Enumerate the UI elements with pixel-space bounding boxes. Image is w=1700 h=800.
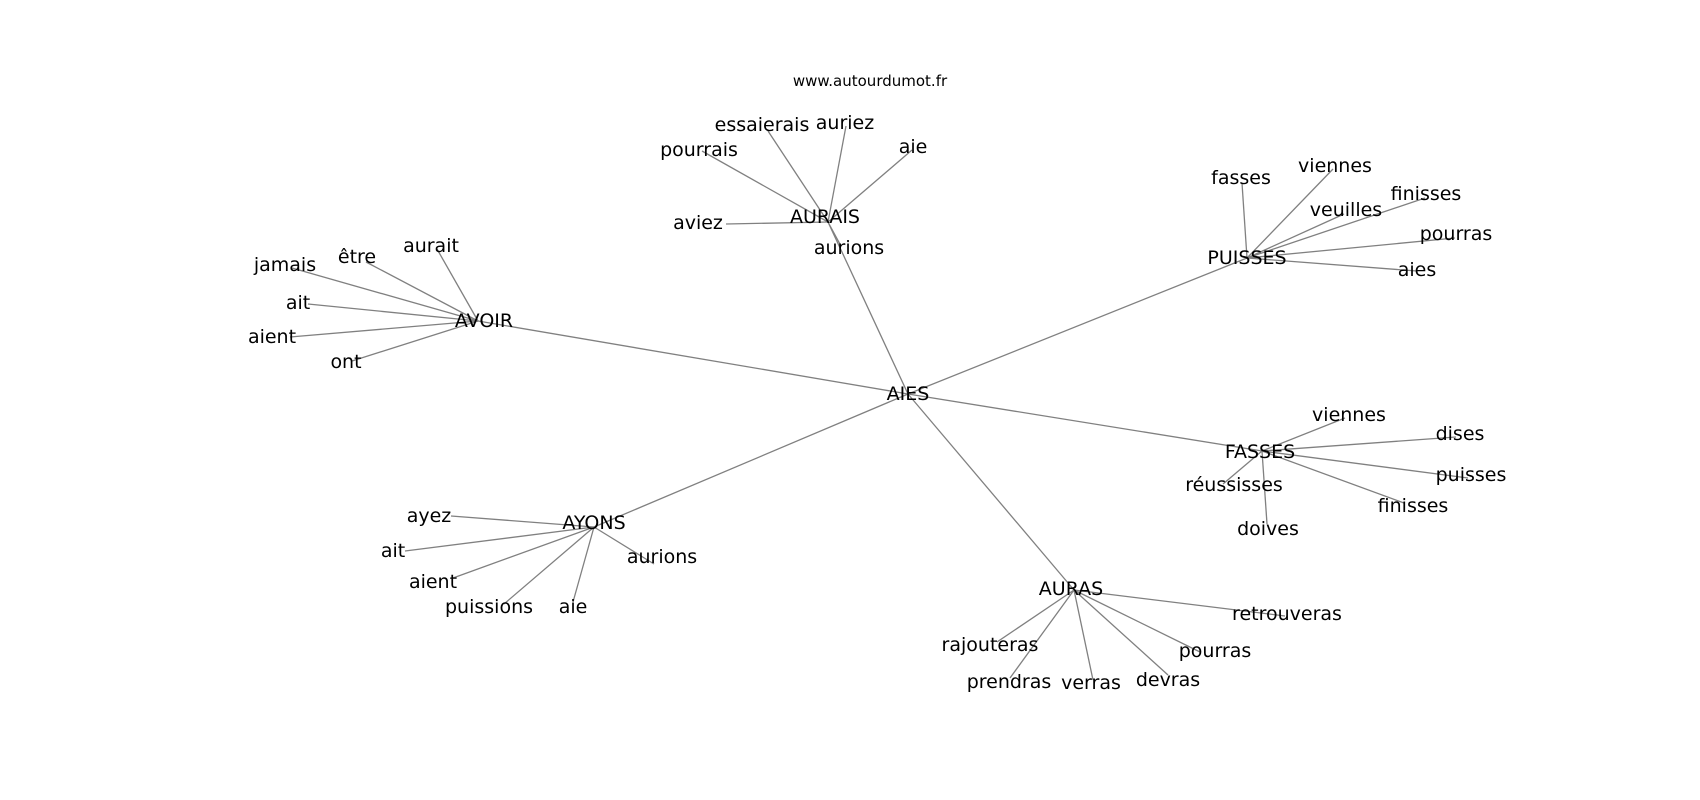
- edge-center-puisses: [907, 257, 1248, 395]
- leaf-node-aurais-5[interactable]: aurions: [814, 237, 884, 259]
- leaf-node-auras-0[interactable]: retrouveras: [1232, 603, 1342, 625]
- leaf-node-auras-1[interactable]: rajouteras: [942, 634, 1039, 656]
- edge-auras-0: [1073, 589, 1286, 617]
- leaf-node-auras-4[interactable]: verras: [1061, 672, 1121, 694]
- edge-fasses-4: [1261, 450, 1405, 504]
- leaf-node-puisses-1[interactable]: viennes: [1298, 155, 1372, 177]
- edge-ayons-3: [503, 526, 595, 605]
- edge-center-auras: [907, 393, 1075, 591]
- leaf-node-fasses-5[interactable]: doives: [1237, 518, 1299, 540]
- leaf-node-puisses-2[interactable]: finisses: [1391, 183, 1462, 205]
- edge-fasses-5: [1261, 450, 1268, 525]
- hub-node-puisses[interactable]: PUISSES: [1207, 247, 1286, 269]
- leaf-node-puisses-0[interactable]: fasses: [1211, 167, 1271, 189]
- edge-puisses-4: [1246, 237, 1456, 259]
- leaf-node-puisses-3[interactable]: veuilles: [1310, 199, 1382, 221]
- leaf-node-fasses-1[interactable]: dises: [1436, 423, 1485, 445]
- leaf-node-aurais-0[interactable]: essaierais: [715, 114, 810, 136]
- edge-avoir-2: [291, 267, 479, 322]
- edge-ayons-5: [593, 526, 655, 565]
- leaf-node-ayons-4[interactable]: aie: [559, 596, 588, 618]
- leaf-node-auras-3[interactable]: prendras: [967, 671, 1052, 693]
- hub-node-avoir[interactable]: AVOIR: [455, 310, 513, 332]
- edge-avoir-5: [351, 320, 479, 362]
- edge-puisses-0: [1241, 182, 1248, 259]
- leaf-node-avoir-2[interactable]: jamais: [253, 254, 316, 276]
- edge-puisses-2: [1246, 197, 1426, 259]
- edge-fasses-1: [1261, 436, 1457, 452]
- leaf-node-fasses-4[interactable]: finisses: [1378, 495, 1449, 517]
- leaf-node-avoir-1[interactable]: être: [338, 246, 376, 268]
- edge-ayons-0: [450, 515, 595, 528]
- edge-center-avoir: [477, 320, 909, 395]
- edge-auras-2: [1073, 589, 1201, 653]
- site-watermark: www.autourdumot.fr: [792, 72, 948, 90]
- edge-center-fasses: [907, 393, 1263, 452]
- hub-node-fasses[interactable]: FASSES: [1225, 441, 1295, 463]
- leaf-node-fasses-3[interactable]: réussisses: [1185, 474, 1283, 496]
- leaf-node-aurais-4[interactable]: aviez: [673, 212, 723, 234]
- leaf-node-avoir-3[interactable]: ait: [286, 292, 310, 314]
- hub-node-ayons[interactable]: AYONS: [562, 512, 625, 534]
- center-node[interactable]: AIES: [887, 383, 930, 405]
- leaf-node-ayons-1[interactable]: ait: [381, 540, 405, 562]
- edge-fasses-0: [1261, 417, 1346, 452]
- edge-avoir-1: [365, 261, 479, 322]
- edge-avoir-3: [307, 303, 479, 322]
- edge-aurais-5: [827, 221, 842, 247]
- edge-avoir-0: [436, 248, 479, 322]
- edge-puisses-5: [1246, 257, 1418, 272]
- edge-center-ayons: [593, 393, 909, 528]
- edge-auras-1: [996, 589, 1075, 643]
- graph-nodes: AIES AURAIS essaierais auriez pourrais aie avi…: [248, 112, 1506, 694]
- edge-center-aurais: [827, 221, 909, 395]
- leaf-node-aurais-1[interactable]: auriez: [816, 112, 874, 134]
- leaf-node-ayons-0[interactable]: ayez: [407, 505, 452, 527]
- leaf-node-auras-2[interactable]: pourras: [1179, 640, 1252, 662]
- edge-aurais-1: [827, 125, 847, 223]
- leaf-node-fasses-2[interactable]: puisses: [1436, 464, 1507, 486]
- hub-node-auras[interactable]: AURAS: [1039, 578, 1103, 600]
- edge-puisses-1: [1246, 168, 1334, 259]
- edge-auras-5: [1073, 589, 1169, 676]
- edge-aurais-2: [701, 150, 829, 223]
- leaf-node-ayons-3[interactable]: puissions: [445, 596, 533, 618]
- leaf-node-ayons-5[interactable]: aurions: [627, 546, 697, 568]
- edge-puisses-3: [1246, 213, 1345, 259]
- leaf-node-avoir-0[interactable]: aurait: [403, 235, 459, 257]
- leaf-node-auras-5[interactable]: devras: [1136, 669, 1200, 691]
- leaf-node-avoir-5[interactable]: ont: [330, 351, 361, 373]
- edge-avoir-4: [289, 320, 479, 338]
- edge-aurais-0: [767, 130, 829, 223]
- edge-fasses-2: [1261, 450, 1469, 479]
- leaf-node-avoir-4[interactable]: aient: [248, 326, 296, 348]
- edge-auras-3: [1009, 589, 1075, 679]
- edge-auras-4: [1073, 589, 1094, 681]
- edge-ayons-2: [452, 526, 595, 579]
- edge-ayons-4: [572, 526, 595, 603]
- edge-aurais-3: [827, 149, 913, 223]
- hub-node-aurais[interactable]: AURAIS: [790, 206, 860, 228]
- edge-ayons-1: [404, 526, 595, 552]
- leaf-node-puisses-4[interactable]: pourras: [1420, 223, 1493, 245]
- leaf-node-aurais-2[interactable]: pourrais: [660, 139, 738, 161]
- leaf-node-puisses-5[interactable]: aies: [1398, 259, 1437, 281]
- graph-edges: [289, 125, 1469, 681]
- edge-fasses-3: [1222, 450, 1263, 485]
- edge-aurais-4: [725, 221, 829, 225]
- leaf-node-ayons-2[interactable]: aient: [409, 571, 457, 593]
- leaf-node-fasses-0[interactable]: viennes: [1312, 404, 1386, 426]
- leaf-node-aurais-3[interactable]: aie: [899, 136, 928, 158]
